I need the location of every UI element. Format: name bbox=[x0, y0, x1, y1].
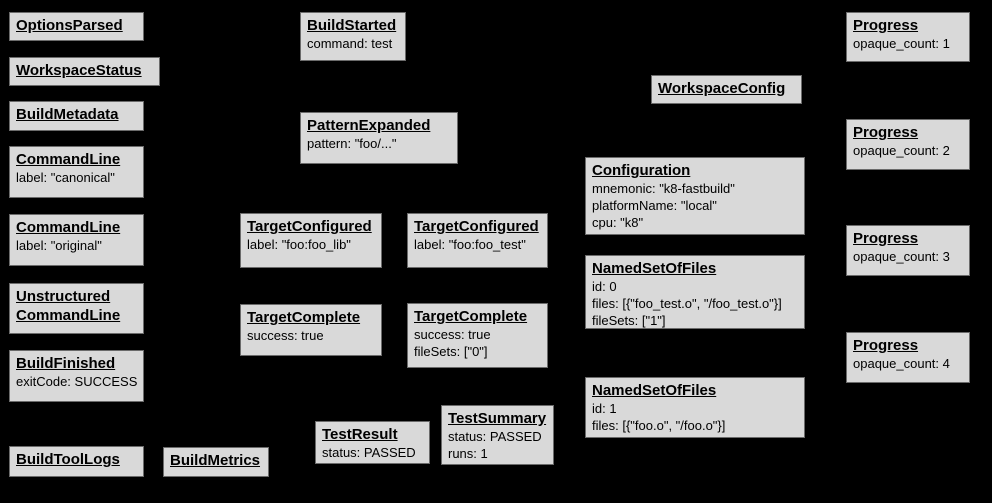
box-title: NamedSetOfFiles bbox=[592, 260, 717, 277]
detail-line: id: 1 bbox=[592, 401, 617, 416]
box-detail-lines: label: "canonical" bbox=[16, 169, 137, 186]
box-title: CommandLine bbox=[16, 219, 121, 236]
detail-line: opaque_count: 4 bbox=[853, 356, 950, 371]
box-detail-lines: id: 0 files: [{"foo_test.o", "/foo_test.o… bbox=[592, 278, 798, 328]
box-title: BuildStarted bbox=[307, 17, 397, 34]
box-build-started: BuildStarted command: test bbox=[300, 12, 406, 61]
detail-line: opaque_count: 3 bbox=[853, 249, 950, 264]
box-title: BuildMetrics bbox=[170, 452, 261, 469]
box-build-finished: BuildFinished exitCode: SUCCESS bbox=[9, 350, 144, 402]
box-title: BuildFinished bbox=[16, 355, 116, 372]
box-title: Progress bbox=[853, 337, 919, 354]
box-title: Configuration bbox=[592, 162, 691, 179]
detail-line: label: "foo:foo_lib" bbox=[247, 237, 351, 252]
box-title: PatternExpanded bbox=[307, 117, 431, 134]
box-detail-lines: exitCode: SUCCESS bbox=[16, 373, 137, 390]
box-title: WorkspaceStatus bbox=[16, 62, 142, 79]
box-options-parsed: OptionsParsed bbox=[9, 12, 144, 41]
box-build-metadata: BuildMetadata bbox=[9, 101, 144, 131]
box-progress-3: Progress opaque_count: 3 bbox=[846, 225, 970, 276]
box-title: Progress bbox=[853, 124, 919, 141]
box-title: OptionsParsed bbox=[16, 17, 123, 34]
box-detail-lines: label: "original" bbox=[16, 237, 137, 254]
detail-line: label: "original" bbox=[16, 238, 102, 253]
box-title: TestSummary bbox=[448, 410, 547, 427]
box-detail-lines: label: "foo:foo_test" bbox=[414, 236, 541, 253]
box-title: TargetConfigured bbox=[414, 218, 539, 235]
box-title: TargetComplete bbox=[414, 308, 528, 325]
box-title: WorkspaceConfig bbox=[658, 80, 786, 97]
box-title: BuildToolLogs bbox=[16, 451, 120, 468]
detail-line: label: "foo:foo_test" bbox=[414, 237, 526, 252]
box-detail-lines: success: true bbox=[247, 327, 375, 344]
box-detail-lines: opaque_count: 4 bbox=[853, 355, 963, 372]
box-configuration: Configuration mnemonic: "k8-fastbuild" pl… bbox=[585, 157, 805, 235]
detail-line: cpu: "k8" bbox=[592, 215, 644, 230]
box-workspace-config: WorkspaceConfig bbox=[651, 75, 802, 104]
box-detail-lines: label: "foo:foo_lib" bbox=[247, 236, 375, 253]
box-detail-lines: opaque_count: 3 bbox=[853, 248, 963, 265]
box-target-configured-foo-lib: TargetConfigured label: "foo:foo_lib" bbox=[240, 213, 382, 268]
box-pattern-expanded: PatternExpanded pattern: "foo/..." bbox=[300, 112, 458, 164]
box-title: CommandLine bbox=[16, 151, 121, 168]
box-detail-lines: opaque_count: 2 bbox=[853, 142, 963, 159]
box-title: BuildMetadata bbox=[16, 106, 119, 123]
detail-line: platformName: "local" bbox=[592, 198, 717, 213]
box-workspace-status: WorkspaceStatus bbox=[9, 57, 160, 86]
box-title: Progress bbox=[853, 230, 919, 247]
box-test-summary: TestSummary status: PASSED runs: 1 bbox=[441, 405, 554, 465]
detail-line: exitCode: SUCCESS bbox=[16, 374, 138, 389]
detail-line: label: "canonical" bbox=[16, 170, 115, 185]
box-command-line-canonical: CommandLine label: "canonical" bbox=[9, 146, 144, 198]
box-detail-lines: pattern: "foo/..." bbox=[307, 135, 451, 152]
box-detail-lines: id: 1 files: [{"foo.o", "/foo.o"}] bbox=[592, 400, 798, 434]
box-build-metrics: BuildMetrics bbox=[163, 447, 269, 477]
box-progress-1: Progress opaque_count: 1 bbox=[846, 12, 970, 62]
detail-line: files: [{"foo.o", "/foo.o"}] bbox=[592, 418, 726, 433]
box-title: NamedSetOfFiles bbox=[592, 382, 717, 399]
box-named-set-of-files-1: NamedSetOfFiles id: 1 files: [{"foo.o", "… bbox=[585, 377, 805, 438]
box-title: Unstructured CommandLine bbox=[16, 288, 121, 324]
box-title: Progress bbox=[853, 17, 919, 34]
box-test-result: TestResult status: PASSED bbox=[315, 421, 430, 464]
box-target-configured-foo-test: TargetConfigured label: "foo:foo_test" bbox=[407, 213, 548, 268]
box-detail-lines: command: test bbox=[307, 35, 399, 52]
detail-line: files: [{"foo_test.o", "/foo_test.o"}] bbox=[592, 296, 782, 311]
box-detail-lines: opaque_count: 1 bbox=[853, 35, 963, 52]
detail-line: fileSets: ["0"] bbox=[414, 344, 488, 359]
box-title: TargetComplete bbox=[247, 309, 361, 326]
box-build-tool-logs: BuildToolLogs bbox=[9, 446, 144, 477]
box-named-set-of-files-0: NamedSetOfFiles id: 0 files: [{"foo_test.… bbox=[585, 255, 805, 329]
detail-line: pattern: "foo/..." bbox=[307, 136, 397, 151]
detail-line: runs: 1 bbox=[448, 446, 488, 461]
detail-line: command: test bbox=[307, 36, 393, 51]
detail-line: success: true bbox=[247, 328, 324, 343]
box-detail-lines: status: PASSED bbox=[322, 444, 423, 461]
detail-line: opaque_count: 1 bbox=[853, 36, 950, 51]
detail-line: success: true bbox=[414, 327, 491, 342]
box-title: TestResult bbox=[322, 426, 398, 443]
detail-line: fileSets: ["1"] bbox=[592, 313, 666, 328]
box-title: TargetConfigured bbox=[247, 218, 372, 235]
detail-line: opaque_count: 2 bbox=[853, 143, 950, 158]
detail-line: id: 0 bbox=[592, 279, 617, 294]
box-detail-lines: status: PASSED runs: 1 bbox=[448, 428, 547, 462]
detail-line: status: PASSED bbox=[322, 445, 416, 460]
box-target-complete-foo-test: TargetComplete success: true fileSets: ["… bbox=[407, 303, 548, 368]
box-command-line-original: CommandLine label: "original" bbox=[9, 214, 144, 266]
box-detail-lines: success: true fileSets: ["0"] bbox=[414, 326, 541, 360]
box-unstructured-command-line: Unstructured CommandLine bbox=[9, 283, 144, 334]
detail-line: status: PASSED bbox=[448, 429, 542, 444]
box-progress-4: Progress opaque_count: 4 bbox=[846, 332, 970, 383]
box-detail-lines: mnemonic: "k8-fastbuild" platformName: "l… bbox=[592, 180, 798, 231]
box-progress-2: Progress opaque_count: 2 bbox=[846, 119, 970, 170]
detail-line: mnemonic: "k8-fastbuild" bbox=[592, 181, 735, 196]
box-target-complete-foo-lib: TargetComplete success: true bbox=[240, 304, 382, 356]
